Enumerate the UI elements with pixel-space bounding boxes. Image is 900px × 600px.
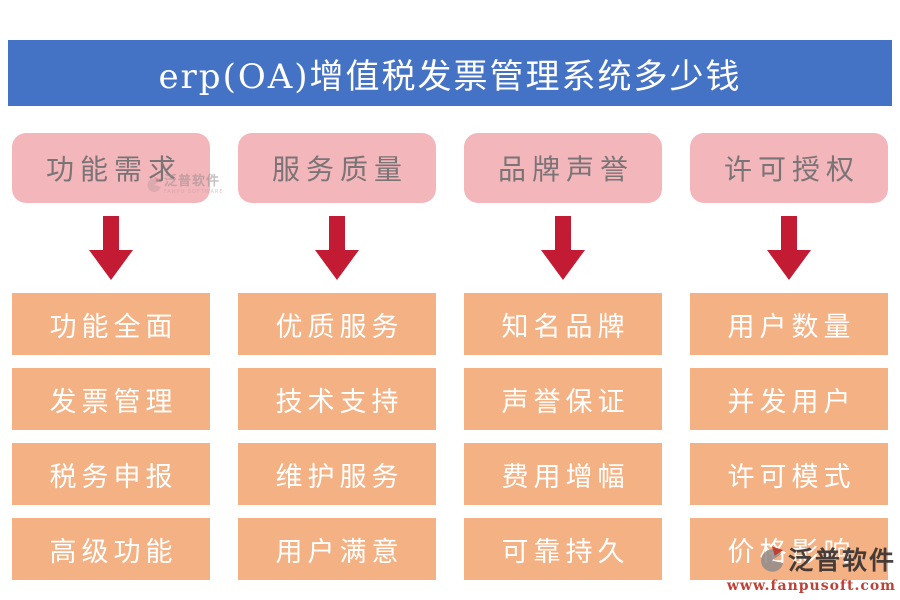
item-box: 用户数量: [690, 293, 888, 355]
item-box: 发票管理: [12, 368, 210, 430]
item-label: 用户满意: [275, 536, 404, 568]
item-box: 高级功能: [12, 518, 210, 580]
item-box: 税务申报: [12, 443, 210, 505]
item-label: 税务申报: [49, 461, 178, 493]
category-label: 品牌声誉: [497, 153, 634, 186]
item-label: 维护服务: [275, 461, 404, 493]
item-label: 用户数量: [727, 311, 856, 343]
category-box-brand: 品牌声誉: [464, 133, 662, 203]
item-label: 技术支持: [275, 386, 404, 418]
item-box: 技术支持: [238, 368, 436, 430]
item-label: 价格影响: [727, 536, 856, 568]
category-label: 功能需求: [45, 153, 182, 186]
item-label: 功能全面: [49, 311, 178, 343]
column-function-requirements: 功能需求 功能全面 发票管理 税务申报 高级功能: [12, 133, 210, 593]
page-title: erp(OA)增值税发票管理系统多少钱: [158, 56, 742, 97]
item-label: 可靠持久: [501, 536, 630, 568]
down-arrow-glyph: [89, 216, 133, 280]
down-arrow-icon: [464, 203, 662, 293]
item-box: 可靠持久: [464, 518, 662, 580]
down-arrow-glyph: [315, 216, 359, 280]
category-label: 许可授权: [723, 153, 860, 186]
item-box: 知名品牌: [464, 293, 662, 355]
column-brand-reputation: 品牌声誉 知名品牌 声誉保证 费用增幅 可靠持久: [464, 133, 662, 593]
title-banner: erp(OA)增值税发票管理系统多少钱: [8, 40, 892, 106]
down-arrow-glyph: [541, 216, 585, 280]
item-label: 知名品牌: [501, 311, 630, 343]
item-label: 许可模式: [727, 461, 856, 493]
column-service-quality: 服务质量 优质服务 技术支持 维护服务 用户满意: [238, 133, 436, 593]
item-box: 维护服务: [238, 443, 436, 505]
item-box: 费用增幅: [464, 443, 662, 505]
down-arrow-icon: [690, 203, 888, 293]
down-arrow-icon: [12, 203, 210, 293]
category-box-function: 功能需求: [12, 133, 210, 203]
item-label: 声誉保证: [501, 386, 630, 418]
down-arrow-glyph: [767, 216, 811, 280]
item-label: 优质服务: [275, 311, 404, 343]
item-box: 用户满意: [238, 518, 436, 580]
item-label: 高级功能: [49, 536, 178, 568]
columns-grid: 功能需求 功能全面 发票管理 税务申报 高级功能 服务质量 优质服务 技术支: [12, 133, 888, 593]
category-box-license: 许可授权: [690, 133, 888, 203]
item-label: 并发用户: [727, 386, 856, 418]
column-license-authorization: 许可授权 用户数量 并发用户 许可模式 价格影响: [690, 133, 888, 593]
down-arrow-icon: [238, 203, 436, 293]
item-box: 许可模式: [690, 443, 888, 505]
item-box: 价格影响: [690, 518, 888, 580]
item-label: 发票管理: [49, 386, 178, 418]
item-box: 功能全面: [12, 293, 210, 355]
item-box: 声誉保证: [464, 368, 662, 430]
category-label: 服务质量: [271, 153, 408, 186]
category-box-service: 服务质量: [238, 133, 436, 203]
item-label: 费用增幅: [501, 461, 630, 493]
item-box: 并发用户: [690, 368, 888, 430]
item-box: 优质服务: [238, 293, 436, 355]
